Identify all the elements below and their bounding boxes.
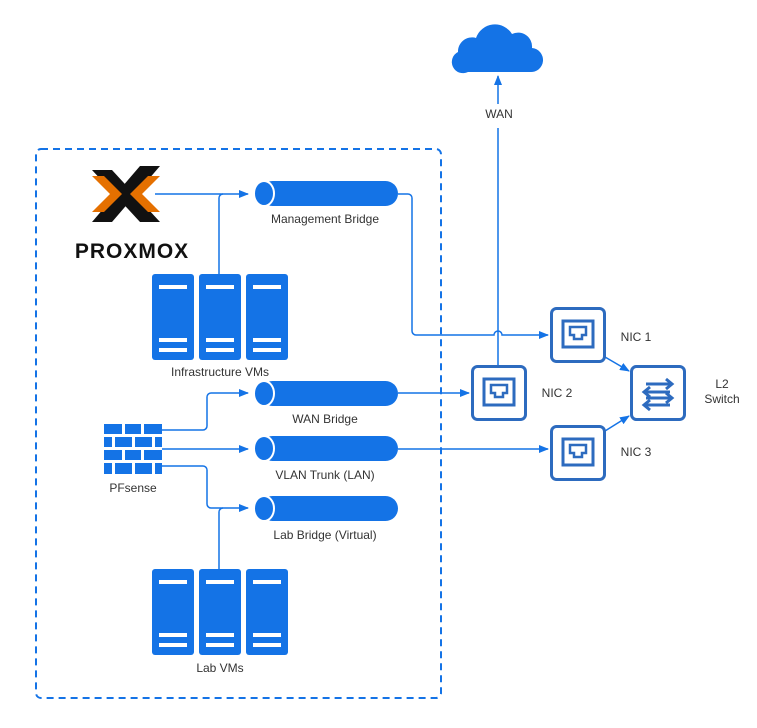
- proxmox-logo: PROXMOX: [75, 166, 189, 263]
- wan-label: WAN: [485, 107, 513, 121]
- nic1-label: NIC 1: [621, 330, 652, 344]
- vlan-trunk-icon: [253, 435, 399, 462]
- l2-switch-icon: [630, 365, 686, 421]
- infrastructure-vms-label: Infrastructure VMs: [171, 365, 269, 379]
- pfsense-to-wanbridge: [162, 389, 249, 431]
- lab-bridge-label: Lab Bridge (Virtual): [273, 528, 376, 542]
- infra-to-mgmt: [218, 193, 224, 274]
- proxmox-host-boundary: [35, 148, 442, 699]
- pfsense-label: PFsense: [109, 481, 157, 495]
- management-bridge-label: Management Bridge: [271, 212, 379, 226]
- nic3-label: NIC 3: [621, 445, 652, 459]
- nic3-to-switch: [604, 415, 630, 432]
- mgmt-to-nic1: [398, 193, 549, 339]
- labvms-to-labbridge: [218, 507, 224, 569]
- nic1-to-switch: [604, 356, 630, 372]
- vlan-trunk-label: VLAN Trunk (LAN): [275, 468, 374, 482]
- cloud-icon: [451, 24, 544, 74]
- infrastructure-vms-icon: [152, 274, 288, 360]
- nic3-icon: [550, 425, 606, 481]
- lab-vms-label: Lab VMs: [196, 661, 243, 675]
- lab-bridge-icon: [253, 495, 399, 522]
- connectors: [155, 76, 630, 569]
- pfsense-to-labbridge: [162, 465, 249, 512]
- switch-label-line2: Switch: [704, 392, 739, 406]
- nic2-icon: [471, 365, 527, 421]
- nic1-icon: [550, 307, 606, 363]
- lab-vms-icon: [152, 569, 288, 655]
- wan-bridge-icon: [253, 380, 399, 407]
- wan-bridge-label: WAN Bridge: [292, 412, 358, 426]
- switch-label-line1: L2: [715, 377, 729, 391]
- nic2-label: NIC 2: [542, 386, 573, 400]
- firewall-icon: [104, 424, 162, 474]
- proxmox-logo-text: PROXMOX: [75, 240, 189, 263]
- management-bridge-icon: [253, 180, 399, 207]
